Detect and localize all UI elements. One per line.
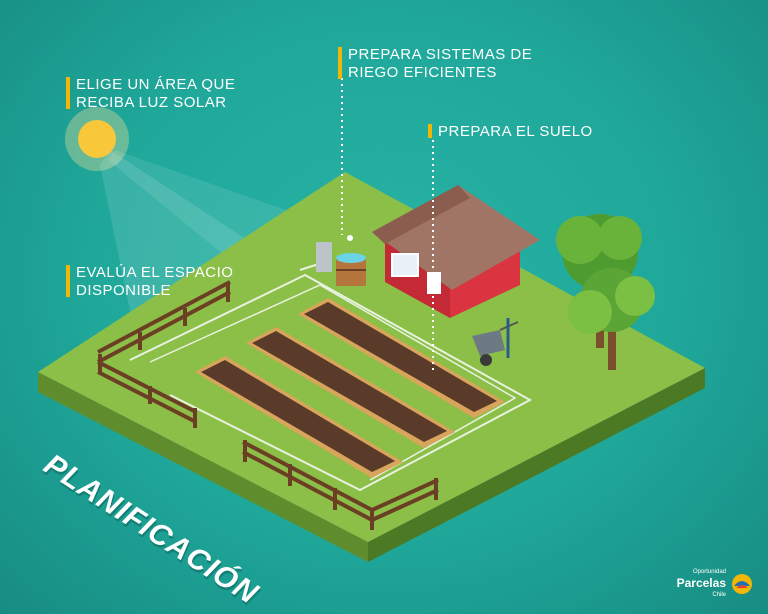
garden-bed bbox=[298, 298, 505, 418]
fence bbox=[97, 360, 197, 428]
garden-bed bbox=[246, 327, 455, 448]
label-line: RIEGO EFICIENTES bbox=[348, 64, 497, 81]
logo-mark-icon bbox=[732, 573, 752, 594]
accent-bar bbox=[66, 265, 70, 297]
label-soil: PREPARA EL SUELO bbox=[428, 123, 593, 141]
logo-top-text: Oportunidad bbox=[692, 569, 726, 575]
tree bbox=[568, 268, 655, 370]
irrigation-line bbox=[129, 273, 533, 492]
logo-brand-text: Parcelas bbox=[676, 576, 726, 590]
leader-dot bbox=[347, 235, 353, 241]
water-barrel bbox=[336, 253, 366, 286]
accent-bar bbox=[428, 124, 432, 138]
label-line: EVALÚA EL ESPACIO bbox=[76, 264, 234, 281]
irrigation-line bbox=[149, 284, 517, 481]
garden-bed bbox=[195, 356, 403, 478]
accent-bar bbox=[66, 77, 70, 109]
label-line: PREPARA SISTEMAS DE bbox=[348, 46, 533, 63]
house-door bbox=[427, 272, 441, 294]
logo-sub-text: Chile bbox=[712, 592, 726, 598]
water-tank bbox=[316, 242, 332, 272]
ground-side-right bbox=[368, 368, 705, 562]
sun-ray bbox=[108, 150, 300, 260]
sun-icon bbox=[78, 120, 116, 158]
wheelbarrow bbox=[472, 321, 519, 366]
brand-logo: Oportunidad Parcelas Chile bbox=[677, 567, 754, 600]
ground-side-left bbox=[38, 372, 368, 562]
label-line: RECIBA LUZ SOLAR bbox=[76, 94, 227, 111]
label-sun: ELIGE UN ÁREA QUE RECIBA LUZ SOLAR bbox=[66, 76, 235, 112]
label-irrigation: PREPARA SISTEMAS DE RIEGO EFICIENTES bbox=[338, 46, 532, 82]
label-line: DISPONIBLE bbox=[76, 282, 172, 299]
label-space: EVALÚA EL ESPACIO DISPONIBLE bbox=[66, 264, 233, 300]
fence bbox=[242, 440, 439, 530]
accent-bar bbox=[338, 47, 342, 79]
label-line: PREPARA EL SUELO bbox=[438, 123, 593, 140]
house bbox=[372, 185, 540, 318]
label-line: ELIGE UN ÁREA QUE bbox=[76, 76, 236, 93]
